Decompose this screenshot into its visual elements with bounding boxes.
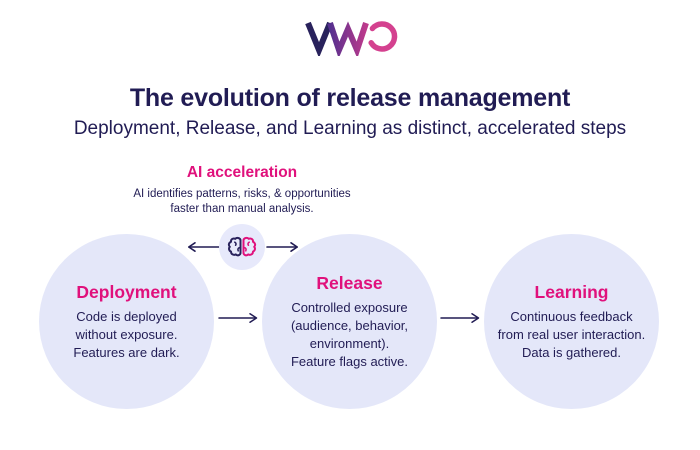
step-circle-deployment: Deployment Code is deployed without expo… xyxy=(39,234,214,409)
flow-arrow-release-to-learning xyxy=(440,313,480,323)
brain-left-hemisphere xyxy=(227,236,242,257)
step-line: from real user interaction. xyxy=(497,326,646,342)
step-line: environment). xyxy=(309,335,390,351)
step-line: Data is gathered. xyxy=(521,344,621,360)
step-circle-learning: Learning Continuous feedback from real u… xyxy=(484,234,659,409)
step-title-release: Release xyxy=(316,272,383,293)
logo-letter-w xyxy=(327,21,369,56)
ai-description-line-2: faster than manual analysis. xyxy=(170,203,314,215)
brain-badge xyxy=(219,224,265,270)
logo-letter-o xyxy=(368,21,398,52)
step-line: (audience, behavior, xyxy=(290,317,409,333)
arrow-right-icon xyxy=(266,241,299,252)
ai-acceleration-heading: AI acceleration xyxy=(186,164,298,181)
page-subtitle: Deployment, Release, and Learning as dis… xyxy=(73,118,627,139)
ai-description-line-1: AI identifies patterns, risks, & opportu… xyxy=(133,188,351,200)
arrow-left-icon xyxy=(187,241,220,252)
step-line: Features are dark. xyxy=(73,344,180,360)
brain-right-hemisphere xyxy=(242,236,257,257)
brain-icon xyxy=(227,236,257,257)
step-title-deployment: Deployment xyxy=(76,281,177,302)
step-line: Controlled exposure xyxy=(291,299,408,315)
flow-arrow-deployment-to-release xyxy=(218,313,258,323)
step-line: Feature flags active. xyxy=(290,353,409,369)
step-line: Continuous feedback xyxy=(510,308,633,324)
ai-acceleration-block: AI acceleration AI identifies patterns, … xyxy=(82,164,402,217)
logo-letter-v xyxy=(305,21,333,56)
vwo-logo xyxy=(305,21,398,56)
step-circle-release: Release Controlled exposure (audience, b… xyxy=(262,234,437,409)
step-title-learning: Learning xyxy=(534,281,609,302)
step-line: Code is deployed xyxy=(76,308,177,324)
step-line: without exposure. xyxy=(75,326,178,342)
page-title: The evolution of release management xyxy=(129,84,571,112)
